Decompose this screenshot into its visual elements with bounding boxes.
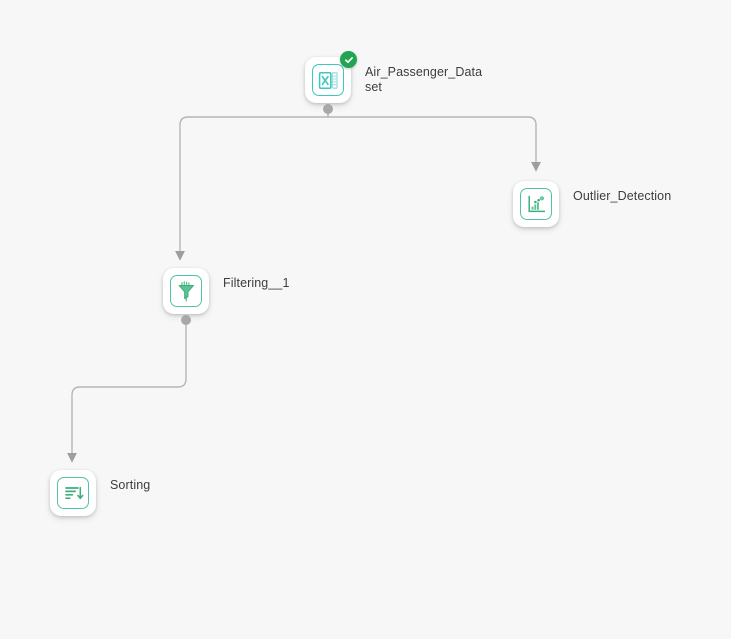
output-port[interactable] [323, 104, 333, 114]
node-filtering-1[interactable]: Filtering__1 [163, 268, 363, 325]
node-air-passenger-dataset[interactable]: Air_Passenger_Dataset [305, 51, 487, 114]
output-port[interactable] [181, 315, 191, 325]
excel-spreadsheet-icon [312, 64, 344, 96]
node-label: Sorting [110, 478, 151, 492]
funnel-filter-icon [170, 275, 202, 307]
edge-dataset-to-filtering [175, 109, 329, 261]
node-outlier-detection[interactable]: Outlier_Detection [513, 181, 713, 227]
node-card[interactable] [513, 181, 559, 227]
node-sorting[interactable]: Sorting [50, 470, 250, 516]
status-badge-success [340, 51, 357, 68]
node-label: Air_Passenger_Dataset [365, 65, 483, 94]
node-label: Outlier_Detection [573, 189, 672, 203]
edge-dataset-to-outlier [327, 109, 541, 172]
node-card[interactable] [50, 470, 96, 516]
node-card[interactable] [163, 268, 209, 325]
edge-filtering-to-sorting [67, 320, 187, 463]
node-card[interactable] [305, 51, 357, 114]
sort-descending-icon [57, 477, 89, 509]
scatter-plot-outlier-icon [520, 188, 552, 220]
node-label: Filtering__1 [223, 276, 290, 290]
